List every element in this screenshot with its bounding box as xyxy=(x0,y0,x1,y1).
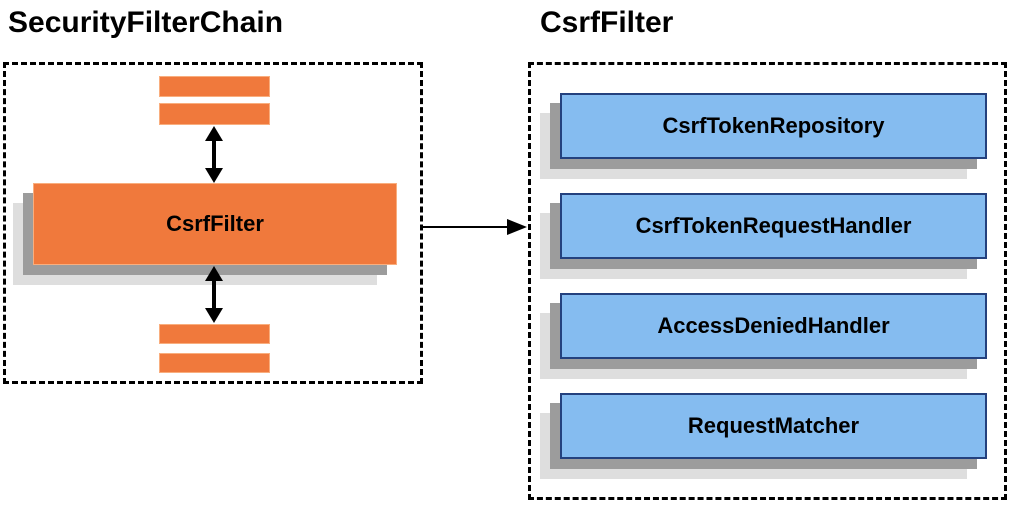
flow-arrow xyxy=(422,219,527,235)
security-filter-chain-title: SecurityFilterChain xyxy=(8,6,284,39)
csrf-filter-box: CsrfFilter xyxy=(33,183,397,265)
component-box-csrf-token-repository: CsrfTokenRepository xyxy=(560,93,987,159)
security-filter-chain-panel xyxy=(3,62,423,384)
filter-placeholder-bar xyxy=(159,353,270,373)
component-label: RequestMatcher xyxy=(687,413,860,438)
filter-placeholder-bar xyxy=(159,76,270,97)
component-box-request-matcher: RequestMatcher xyxy=(560,393,987,459)
filter-placeholder-bar xyxy=(159,103,270,125)
filter-placeholder-bar xyxy=(159,324,270,344)
component-box-access-denied-handler: AccessDeniedHandler xyxy=(560,293,987,359)
component-box-csrf-token-request-handler: CsrfTokenRequestHandler xyxy=(560,193,987,259)
csrf-filter-box-label: CsrfFilter xyxy=(166,211,264,236)
csrf-filter-title: CsrfFilter xyxy=(540,6,674,39)
component-label: AccessDeniedHandler xyxy=(657,313,890,338)
component-label: CsrfTokenRequestHandler xyxy=(635,213,912,238)
component-label: CsrfTokenRepository xyxy=(662,113,885,138)
csrf-filter-panel xyxy=(528,62,1007,500)
